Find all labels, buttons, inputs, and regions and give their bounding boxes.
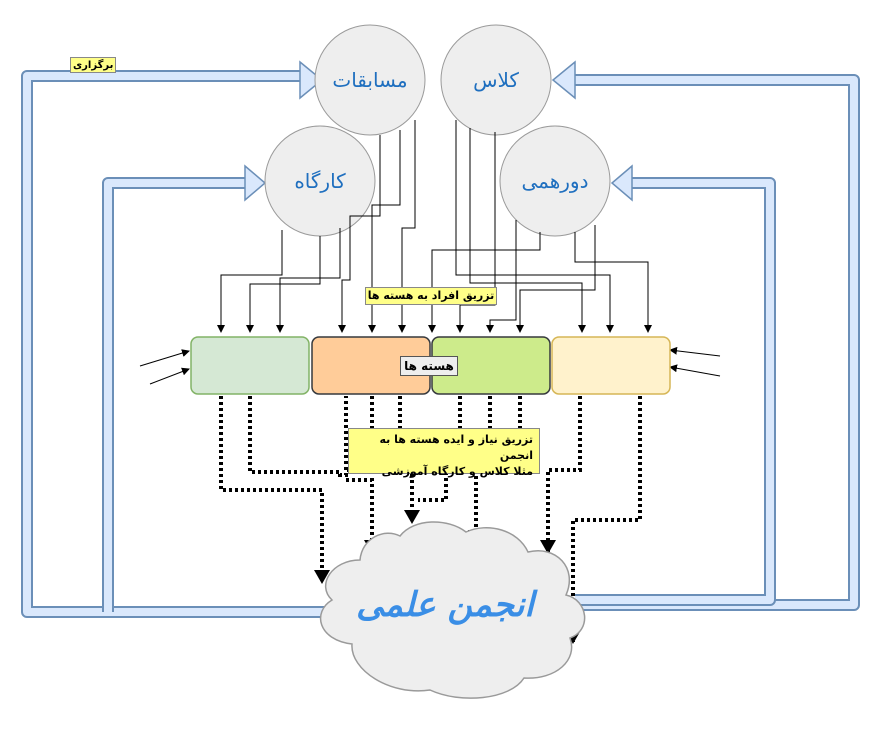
event-gathering: دورهمی [499,125,611,237]
inject-needs-note: تزریق نیاز و ایده هسته ها به انجمن مثلا … [348,428,540,478]
inject-needs-line1: تزریق نیاز و ایده هسته ها به انجمن [379,433,533,462]
inner-pipes [102,164,776,612]
inject-members-note: تزریق افراد به هسته ها [365,287,497,305]
event-label: مسابقات [332,68,407,92]
society-label: انجمن علمی [356,585,538,625]
event-competitions: مسابقات [314,24,426,136]
event-label: دورهمی [521,169,588,193]
cores [190,336,671,395]
scientific-society-cloud: انجمن علمی [319,521,586,699]
event-workshop: کارگاه [264,125,376,237]
event-label: کلاس [473,68,519,92]
member-injection-connectors [139,120,721,385]
core-box [190,336,310,395]
holding-note: برگزاری [70,57,117,73]
core-box [551,336,671,395]
event-label: کارگاه [294,169,346,193]
event-class: کلاس [440,24,552,136]
inject-needs-line2: مثلا کلاس و کارگاه آموزشی [381,465,533,478]
cores-note: هسته ها [400,356,458,376]
